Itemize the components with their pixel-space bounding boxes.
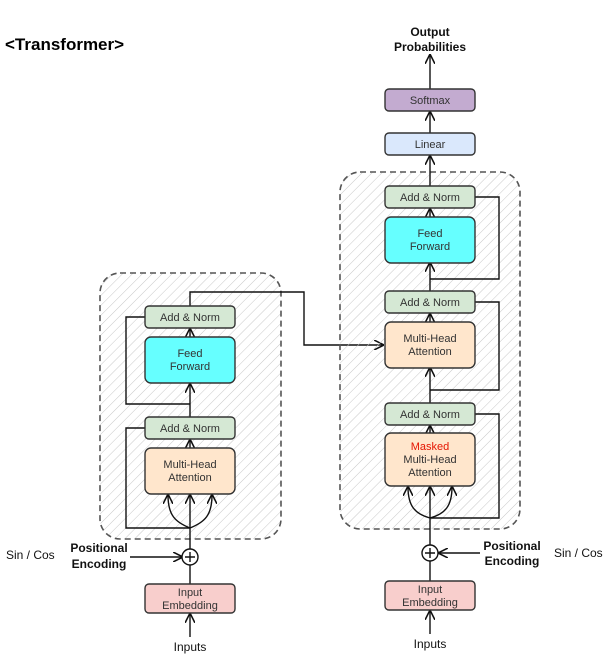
decoder-add-norm-1: Add & Norm — [384, 402, 476, 426]
encoder-add-norm-2: Add & Norm — [144, 305, 236, 329]
svg-text:Softmax: Softmax — [410, 95, 451, 107]
encoder-plus-icon — [181, 548, 199, 566]
encoder-positional-label: Positional — [70, 541, 127, 555]
decoder-cross-attention: Multi-Head Attention — [384, 321, 476, 369]
svg-text:Feed: Feed — [417, 228, 442, 240]
svg-text:Feed: Feed — [177, 348, 202, 360]
output-label-line1: Output — [410, 25, 449, 39]
encoder-feed-forward: Feed Forward — [144, 336, 236, 384]
decoder-add-norm-3: Add & Norm — [384, 185, 476, 209]
decoder-encoding-label: Encoding — [485, 554, 540, 568]
svg-text:Linear: Linear — [415, 139, 446, 151]
softmax-block: Softmax — [384, 88, 476, 112]
decoder-positional-label: Positional — [483, 539, 540, 553]
decoder-sincos-label: Sin / Cos — [554, 546, 603, 560]
svg-text:Attention: Attention — [408, 467, 451, 479]
svg-text:Multi-Head: Multi-Head — [403, 454, 456, 466]
masked-label: Masked — [411, 441, 450, 453]
svg-text:Attention: Attention — [168, 472, 211, 484]
encoder-multi-head-attention: Multi-Head Attention — [144, 447, 236, 495]
svg-text:Multi-Head: Multi-Head — [403, 333, 456, 345]
svg-text:Forward: Forward — [410, 241, 450, 253]
svg-text:Embedding: Embedding — [162, 600, 218, 612]
svg-text:Add & Norm: Add & Norm — [400, 192, 460, 204]
encoder-input-embedding: Input Embedding — [144, 583, 236, 614]
svg-text:Multi-Head: Multi-Head — [163, 459, 216, 471]
decoder-plus-icon — [421, 544, 439, 562]
svg-text:Forward: Forward — [170, 361, 210, 373]
decoder-input-embedding: Input Embedding — [384, 580, 476, 611]
decoder-inputs-label: Inputs — [414, 637, 447, 651]
encoder-inputs-label: Inputs — [174, 640, 207, 654]
decoder-connections — [408, 55, 500, 634]
decoder-masked-attention: Masked Multi-Head Attention — [384, 432, 476, 487]
decoder-add-norm-2: Add & Norm — [384, 290, 476, 314]
encoder-add-norm-1: Add & Norm — [144, 416, 236, 440]
svg-text:Input: Input — [418, 584, 442, 596]
encoder-encoding-label: Encoding — [72, 557, 127, 571]
svg-text:Add & Norm: Add & Norm — [160, 312, 220, 324]
linear-block: Linear — [384, 132, 476, 156]
svg-text:Add & Norm: Add & Norm — [400, 409, 460, 421]
decoder-feed-forward: Feed Forward — [384, 216, 476, 264]
svg-text:Input: Input — [178, 587, 202, 599]
svg-text:Add & Norm: Add & Norm — [160, 423, 220, 435]
output-label-line2: Probabilities — [394, 40, 466, 54]
encoder-sincos-label: Sin / Cos — [6, 548, 55, 562]
diagram-title: <Transformer> — [5, 35, 124, 54]
svg-text:Add & Norm: Add & Norm — [400, 297, 460, 309]
encoder-connections — [125, 291, 383, 637]
svg-text:Attention: Attention — [408, 346, 451, 358]
svg-text:Embedding: Embedding — [402, 597, 458, 609]
